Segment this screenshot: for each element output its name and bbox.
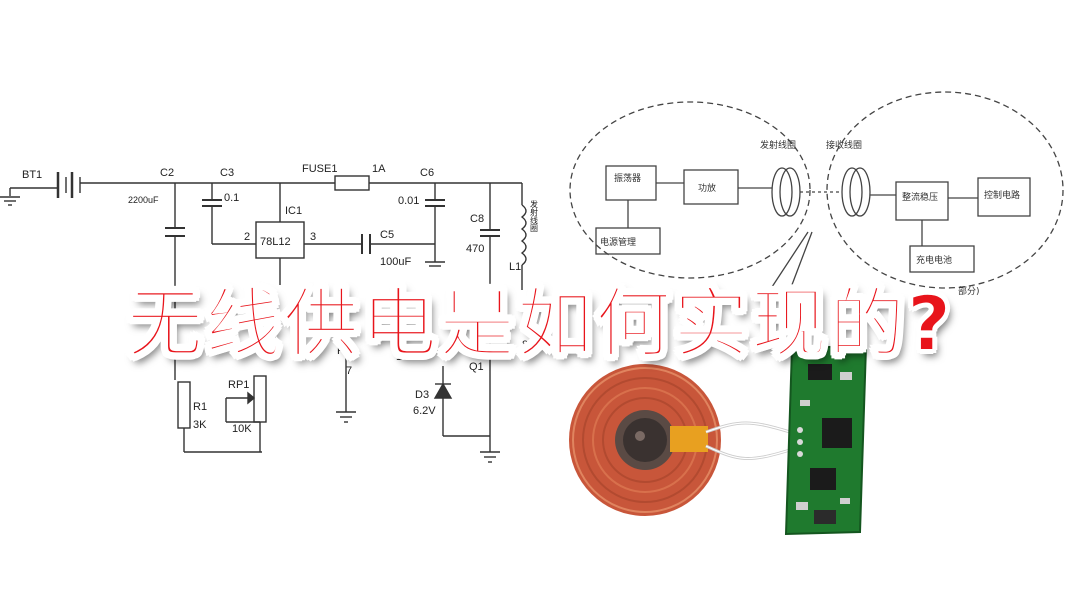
charging-coil-image bbox=[569, 364, 791, 516]
label-c2-value: 2200uF bbox=[128, 195, 159, 205]
label-c3: C3 bbox=[220, 167, 234, 179]
label-c2: C2 bbox=[160, 167, 174, 179]
label-c8: C8 bbox=[470, 213, 484, 225]
label-r-100k: 100K bbox=[396, 351, 422, 363]
label-c3-value: 0.1 bbox=[224, 192, 239, 204]
label-rp1-value: 10K bbox=[232, 423, 252, 435]
label-d3: D3 bbox=[415, 389, 429, 401]
label-c6: C6 bbox=[420, 167, 434, 179]
label-r1-value: 3K bbox=[193, 419, 207, 431]
block-oscillator: 振荡器 bbox=[614, 172, 641, 184]
block-controller: 控制电路 bbox=[984, 189, 1020, 201]
label-tx-coil-vertical: 发射线圈 bbox=[530, 199, 539, 232]
block-amplifier: 功放 bbox=[698, 182, 716, 194]
block-power-management: 电源管理 bbox=[600, 236, 636, 248]
block-rx-coil: 接收线圈 bbox=[826, 139, 862, 151]
label-q1: Q1 bbox=[469, 361, 484, 373]
block-tx-coil: 发射线圈 bbox=[760, 139, 796, 151]
label-l1-value-fragment: 840 bbox=[522, 339, 540, 351]
label-c5: C5 bbox=[380, 229, 394, 241]
label-bt1: BT1 bbox=[22, 169, 42, 181]
label-ic-pin2: 2 bbox=[244, 231, 250, 243]
label-fuse-value: 1A bbox=[372, 163, 386, 175]
block-diagram: 振荡器 功放 电源管理 发射线圈 接收线圈 整流稳压 控制电路 充电电池 部分) bbox=[569, 91, 1064, 297]
label-rp1: RP1 bbox=[228, 379, 249, 391]
label-ic1: IC1 bbox=[285, 205, 302, 217]
block-rectifier: 整流稳压 bbox=[902, 191, 938, 203]
block-charge-battery: 充电电池 bbox=[916, 254, 952, 266]
block-rx-part-fragment: 部分) bbox=[958, 285, 980, 297]
label-d3-value: 6.2V bbox=[413, 405, 436, 417]
receiver-pcb-image bbox=[784, 344, 868, 536]
label-ic-pin3: 3 bbox=[310, 231, 316, 243]
label-c8-value: 470 bbox=[466, 243, 484, 255]
label-r1: R1 bbox=[193, 401, 207, 413]
label-c5-value: 100uF bbox=[380, 256, 411, 268]
label-node7: 7 bbox=[346, 365, 352, 377]
label-c6-value: 0.01 bbox=[398, 195, 419, 207]
label-ic1-part: 78L12 bbox=[260, 236, 291, 248]
label-l1: L1 bbox=[509, 261, 521, 273]
label-f5: F5 bbox=[337, 345, 350, 357]
label-fuse: FUSE1 bbox=[302, 163, 337, 175]
headline-title: 无线供电是如何实现的? bbox=[126, 278, 954, 369]
